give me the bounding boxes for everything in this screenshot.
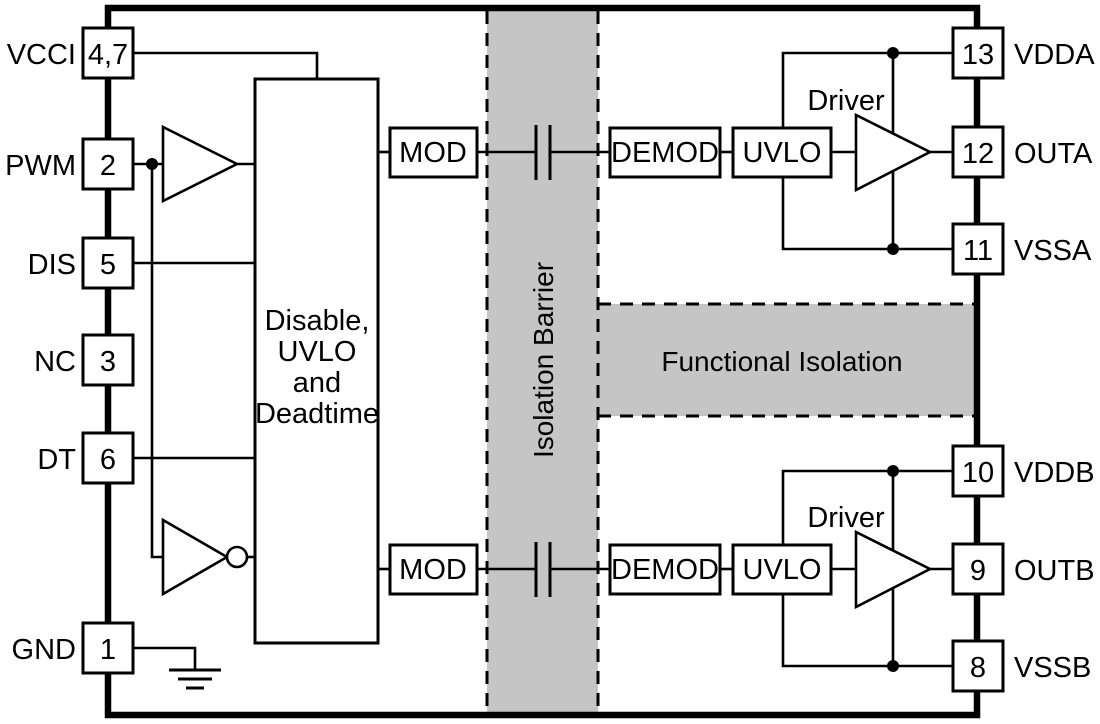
- pin-number-pwm: 2: [100, 150, 116, 182]
- pin-number-dis: 5: [100, 249, 116, 281]
- uvlo-a-label: UVLO: [743, 137, 822, 169]
- ground-icon: [169, 668, 221, 690]
- pin-label-vcci: VCCI: [7, 39, 76, 71]
- pin-label-vdda: VDDA: [1014, 39, 1095, 71]
- pin-label-dt: DT: [37, 444, 76, 476]
- pin-number-outa: 12: [962, 138, 994, 170]
- junction-dot-icon: [887, 465, 899, 477]
- pin-number-outb: 9: [970, 555, 986, 587]
- driver-gate-icon: [854, 112, 933, 193]
- control-block-label-line4: Deadtime: [255, 398, 379, 430]
- pin-number-dt: 6: [100, 444, 116, 476]
- functional-isolation-label: Functional Isolation: [661, 346, 902, 377]
- pin-number-vcci: 4,7: [88, 39, 128, 71]
- pin-box-vddb: [951, 444, 1005, 498]
- wire-pwm-branch-to-inverter: [150, 164, 163, 559]
- uvlo-b-block: [731, 543, 833, 596]
- inverter-gate-icon: [161, 517, 230, 597]
- pin-box-vdda: [951, 26, 1005, 80]
- mod-b-block: [388, 543, 479, 596]
- mod-a-block: [388, 126, 479, 179]
- control-block-label-line3: and: [293, 367, 341, 399]
- buffer-gate-icon: [161, 124, 240, 204]
- pin-box-vcci: [81, 26, 135, 80]
- mod-a-label: MOD: [399, 137, 467, 169]
- pin-number-vdda: 13: [962, 39, 994, 71]
- pin-box-pwm: [81, 137, 135, 191]
- pin-box-vssb: [951, 639, 1005, 693]
- demod-b-block: [608, 543, 722, 596]
- junction-dots: [146, 47, 899, 672]
- control-block-label-line1: Disable,: [265, 305, 370, 337]
- pin-label-pwm: PWM: [5, 150, 76, 182]
- pin-number-vssb: 8: [970, 652, 986, 684]
- pin-label-vssb: VSSB: [1014, 652, 1091, 684]
- pin-label-gnd: GND: [12, 634, 76, 666]
- dashed-boundaries: [485, 11, 975, 712]
- junction-dot-icon: [887, 660, 899, 672]
- pin-box-nc: [81, 333, 135, 387]
- pin-number-nc: 3: [100, 346, 116, 378]
- junction-dot-icon: [146, 158, 158, 170]
- demod-a-block: [608, 126, 722, 179]
- pin-box-outb: [951, 542, 1005, 596]
- isolation-barrier-label: Isolation Barrier: [528, 262, 559, 458]
- wire-gnd-to-ground: [133, 646, 197, 670]
- inverter-bubble-icon: [225, 545, 249, 569]
- driver-a-label: Driver: [807, 85, 885, 117]
- demod-b-label: DEMOD: [611, 554, 719, 586]
- demod-a-label: DEMOD: [611, 137, 719, 169]
- capacitor-icons: [534, 125, 552, 597]
- driver-gate-icon: [854, 529, 933, 610]
- pin-number-gnd: 1: [100, 634, 116, 666]
- pin-box-vssa: [951, 222, 1005, 276]
- uvlo-a-block: [731, 126, 833, 179]
- driver-b-label: Driver: [807, 502, 885, 534]
- pin-box-gnd: [81, 621, 135, 675]
- control-block: [253, 77, 380, 645]
- pin-label-outb: OUTB: [1014, 555, 1095, 587]
- pin-label-vddb: VDDB: [1014, 457, 1095, 489]
- wire-vcci-to-control: [133, 51, 319, 79]
- functional-isolation-band: [598, 304, 977, 416]
- pin-label-outa: OUTA: [1014, 138, 1093, 170]
- mod-b-label: MOD: [399, 554, 467, 586]
- pin-label-vssa: VSSA: [1014, 235, 1092, 267]
- pin-box-outa: [951, 125, 1005, 179]
- pin-number-vddb: 10: [962, 457, 994, 489]
- pin-label-dis: DIS: [28, 249, 76, 281]
- pin-number-vssa: 11: [963, 235, 993, 267]
- junction-dot-icon: [887, 47, 899, 59]
- pin-box-dt: [81, 431, 135, 485]
- uvlo-b-label: UVLO: [743, 554, 822, 586]
- pin-label-nc: NC: [34, 346, 76, 378]
- pin-box-dis: [81, 236, 135, 290]
- isolation-barrier-band: [487, 11, 598, 712]
- junction-dot-icon: [887, 243, 899, 255]
- control-block-label-line2: UVLO: [278, 336, 357, 368]
